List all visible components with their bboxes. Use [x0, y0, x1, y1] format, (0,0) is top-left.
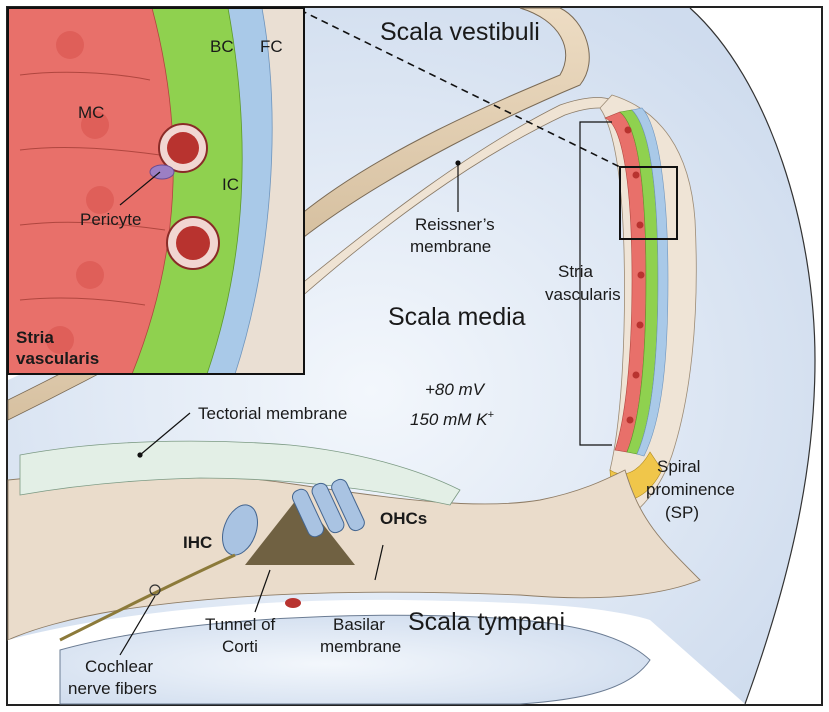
- label-reissner-2: membrane: [410, 237, 491, 256]
- zoom-box: [619, 166, 678, 240]
- label-spiral-2: prominence: [646, 480, 735, 499]
- inset-panel: [8, 8, 304, 374]
- inset-label-fc: FC: [260, 37, 283, 56]
- outer-wall: [689, 7, 816, 705]
- label-basilar-2: membrane: [320, 637, 401, 656]
- label-tunnel-2: Corti: [222, 637, 258, 656]
- label-ohcs: OHCs: [380, 509, 427, 528]
- label-potential: +80 mV: [425, 380, 486, 399]
- label-potassium-sup: +: [487, 409, 494, 421]
- vessel: [285, 598, 301, 608]
- tunnel-of-corti-shape: [245, 495, 355, 565]
- label-spiral-3: (SP): [665, 503, 699, 522]
- label-tectorial: Tectorial membrane: [198, 404, 347, 423]
- leader-lines: [119, 121, 612, 656]
- organ-floor: [7, 469, 701, 641]
- label-scala-vestibuli: Scala vestibuli: [380, 18, 540, 46]
- label-stria-2: vascularis: [545, 285, 621, 304]
- label-potassium-text: 150 mM K: [410, 410, 488, 429]
- inset-title-1: Stria: [16, 328, 54, 347]
- label-scala-media: Scala media: [388, 303, 526, 331]
- inset-label-pericyte: Pericyte: [80, 210, 141, 229]
- label-spiral-1: Spiral: [657, 457, 700, 476]
- nerve-fiber-bundle: [59, 553, 236, 642]
- label-tunnel-1: Tunnel of: [205, 615, 276, 634]
- inset-frame: [7, 7, 305, 375]
- stria-vascularis-column: [604, 107, 669, 457]
- inset-label-ic: IC: [222, 175, 239, 194]
- label-scala-tympani: Scala tympani: [408, 608, 565, 636]
- inset-title-2: vascularis: [16, 349, 99, 368]
- label-basilar-1: Basilar: [333, 615, 385, 634]
- inner-hair-cell: [222, 504, 258, 556]
- nerve-fiber-marker: [149, 584, 161, 596]
- label-cochlear-2: nerve fibers: [68, 679, 157, 698]
- tectorial-membrane-shape: [19, 440, 461, 506]
- label-stria-1: Stria: [558, 262, 594, 281]
- label-cochlear-1: Cochlear: [85, 657, 153, 676]
- label-potassium: 150 mM K+: [410, 409, 494, 429]
- label-ihc: IHC: [183, 533, 212, 552]
- inset-label-bc: BC: [210, 37, 234, 56]
- scala-tympani-fluid: [59, 614, 651, 705]
- inset-label-mc: MC: [78, 103, 104, 122]
- outer-hair-cells: [291, 478, 365, 538]
- label-reissner-1: Reissner’s: [415, 215, 495, 234]
